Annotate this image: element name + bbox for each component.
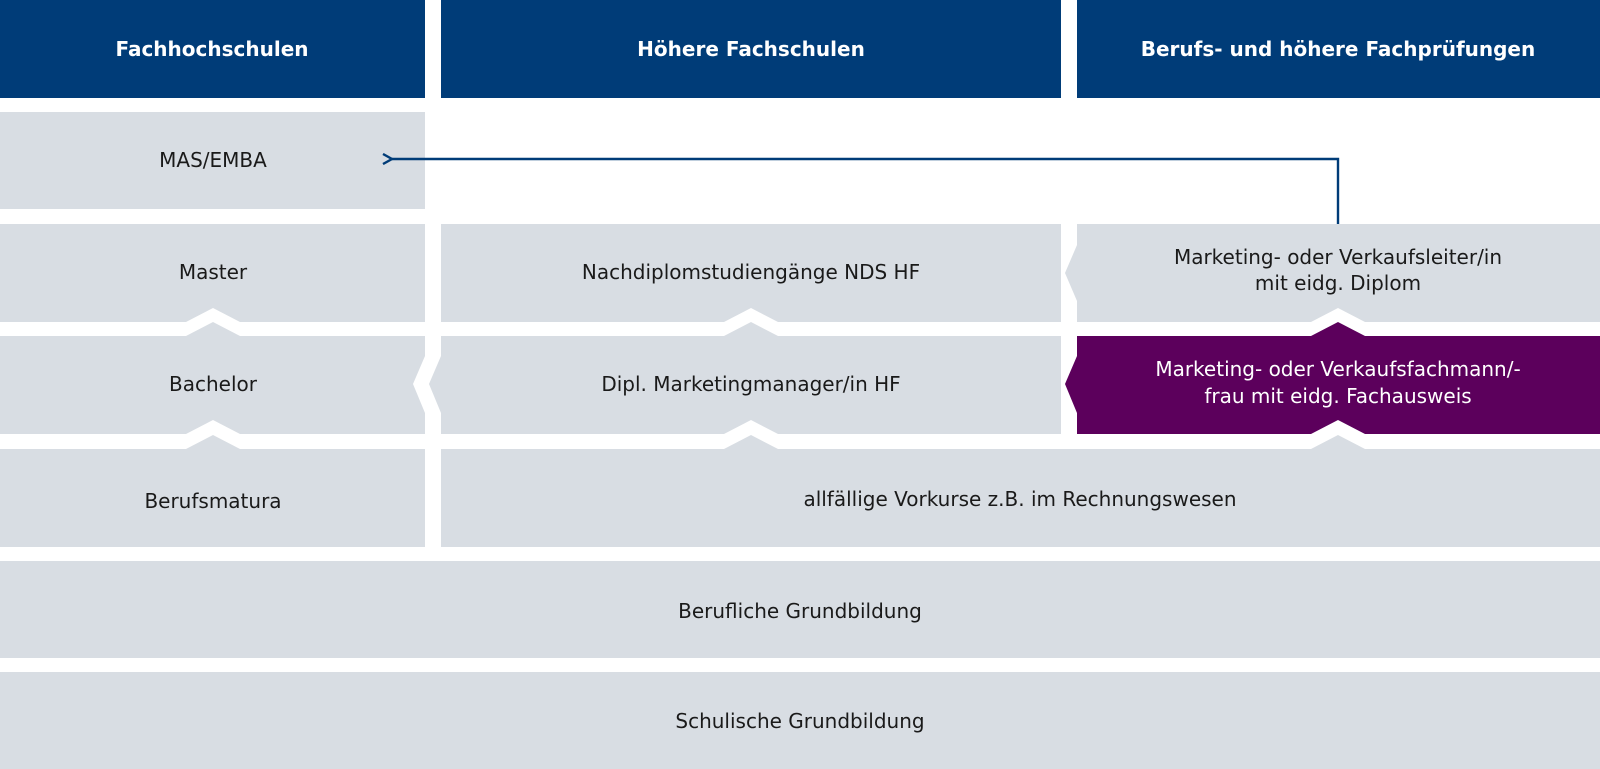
box-marketing-verkaufsleiter-line2: mit eidg. Diplom: [1255, 271, 1421, 295]
arrow-leiter-to-mas-emba: [392, 159, 1340, 224]
box-schulische-grundbildung-label: Schulische Grundbildung: [675, 709, 924, 733]
box-mas-emba-label: MAS/EMBA: [159, 148, 267, 172]
box-berufsmatura-label: Berufsmatura: [144, 489, 281, 513]
box-marketing-verkaufsfachmann-line2: frau mit eidg. Fachausweis: [1204, 384, 1471, 408]
box-schulische-grundbildung: Schulische Grundbildung: [0, 672, 1600, 769]
header-fachhochschulen: Fachhochschulen: [0, 0, 425, 98]
box-marketing-verkaufsleiter-line1: Marketing- oder Verkaufsleiter/in: [1174, 245, 1502, 269]
box-berufliche-grundbildung-label: Berufliche Grundbildung: [678, 599, 922, 623]
box-bachelor-label: Bachelor: [169, 372, 258, 396]
box-nachdiplomstudiengaenge-label: Nachdiplomstudiengänge NDS HF: [582, 260, 920, 284]
header-hoehere-fachschulen-label: Höhere Fachschulen: [637, 37, 865, 61]
box-mas-emba: MAS/EMBA: [0, 112, 425, 209]
box-nachdiplomstudiengaenge: Nachdiplomstudiengänge NDS HF: [441, 224, 1061, 322]
box-berufsmatura: Berufsmatura: [0, 435, 425, 547]
header-berufspruefungen: Berufs- und höhere Fachprüfungen: [1077, 0, 1600, 98]
header-fachhochschulen-label: Fachhochschulen: [115, 37, 308, 61]
box-dipl-marketingmanager: Dipl. Marketingmanager/in HF: [429, 322, 1061, 434]
box-marketing-verkaufsleiter: Marketing- oder Verkaufsleiter/in mit ei…: [1065, 224, 1600, 322]
box-master: Master: [0, 224, 425, 322]
box-bachelor: Bachelor: [0, 322, 425, 434]
box-vorkurse: allfällige Vorkurse z.B. im Rechnungswes…: [441, 435, 1600, 547]
box-master-label: Master: [179, 260, 248, 284]
header-berufspruefungen-label: Berufs- und höhere Fachprüfungen: [1141, 37, 1536, 61]
box-marketing-verkaufsfachmann-line1: Marketing- oder Verkaufsfachmann/-: [1155, 357, 1520, 381]
header-hoehere-fachschulen: Höhere Fachschulen: [441, 0, 1061, 98]
box-marketing-verkaufsfachmann: Marketing- oder Verkaufsfachmann/- frau …: [1065, 322, 1600, 434]
box-dipl-marketingmanager-label: Dipl. Marketingmanager/in HF: [601, 372, 900, 396]
box-berufliche-grundbildung: Berufliche Grundbildung: [0, 561, 1600, 658]
box-vorkurse-label: allfällige Vorkurse z.B. im Rechnungswes…: [803, 487, 1236, 511]
